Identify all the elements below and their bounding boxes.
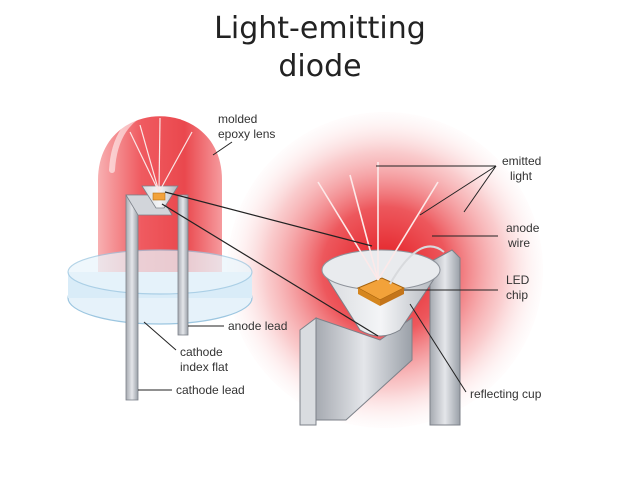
base-ring-top [67, 249, 253, 295]
title-line-1: Light-emitting [214, 11, 426, 46]
label-chip-line: chip [506, 288, 528, 302]
svg-text:anode: anode [506, 221, 540, 235]
label-anode-line: anode [506, 221, 540, 235]
label-emitted-light: emitted light [502, 154, 541, 183]
page-title: Light-emitting diode [0, 10, 640, 86]
label-cathode-lead-line: cathode lead [176, 383, 245, 397]
label-cathode-line: cathode [180, 345, 223, 359]
svg-text:chip: chip [506, 288, 528, 302]
dome-highlight [109, 109, 149, 173]
cathode-lead-left [125, 194, 139, 401]
emitted-rays [317, 162, 439, 281]
cathode-post-front [315, 317, 413, 421]
svg-text:light: light [510, 169, 533, 183]
label-reflecting-cup: reflecting cup [470, 387, 542, 401]
label-wire-line: wire [507, 236, 530, 250]
label-molded-line: molded [218, 112, 257, 126]
led-chip-side-right [380, 288, 404, 306]
cathode-post-big [299, 317, 317, 426]
label-anode-lead-line: anode lead [228, 319, 287, 333]
small-emitted-rays [129, 117, 193, 193]
label-led-chip: LED chip [506, 273, 530, 302]
svg-text:cathode lead: cathode lead [176, 383, 245, 397]
magnified-chip [299, 162, 461, 426]
svg-text:cathode: cathode [180, 345, 223, 359]
small-led-chip [152, 192, 166, 201]
label-light-line: light [510, 169, 533, 183]
packaged-led [67, 109, 253, 401]
svg-text:wire: wire [507, 236, 530, 250]
label-led-line: LED [506, 273, 530, 287]
svg-text:molded: molded [218, 112, 257, 126]
label-cathode-lead: cathode lead [176, 383, 245, 397]
label-anode-lead: anode lead [228, 319, 287, 333]
label-index-flat-line: index flat [180, 360, 229, 374]
label-cathode-index-flat: cathode index flat [180, 345, 229, 374]
svg-text:LED: LED [506, 273, 530, 287]
svg-text:epoxy lens: epoxy lens [218, 127, 275, 141]
led-chip-side [358, 288, 380, 306]
anode-post [429, 249, 461, 426]
svg-text:index flat: index flat [180, 360, 229, 374]
anode-lead-left [177, 194, 189, 336]
label-emitted-line: emitted [502, 154, 541, 168]
label-epoxy-lens-line: epoxy lens [218, 127, 275, 141]
svg-text:anode lead: anode lead [228, 319, 287, 333]
magnify-connectors [161, 191, 379, 337]
callout-lines [138, 141, 498, 393]
label-anode-wire: anode wire [506, 221, 540, 250]
svg-text:emitted: emitted [502, 154, 541, 168]
anode-wire [389, 245, 445, 285]
label-reflecting-cup-line: reflecting cup [470, 387, 542, 401]
label-molded-epoxy-lens: molded epoxy lens [218, 112, 275, 141]
title-line-2: diode [278, 49, 362, 84]
svg-text:reflecting cup: reflecting cup [470, 387, 542, 401]
